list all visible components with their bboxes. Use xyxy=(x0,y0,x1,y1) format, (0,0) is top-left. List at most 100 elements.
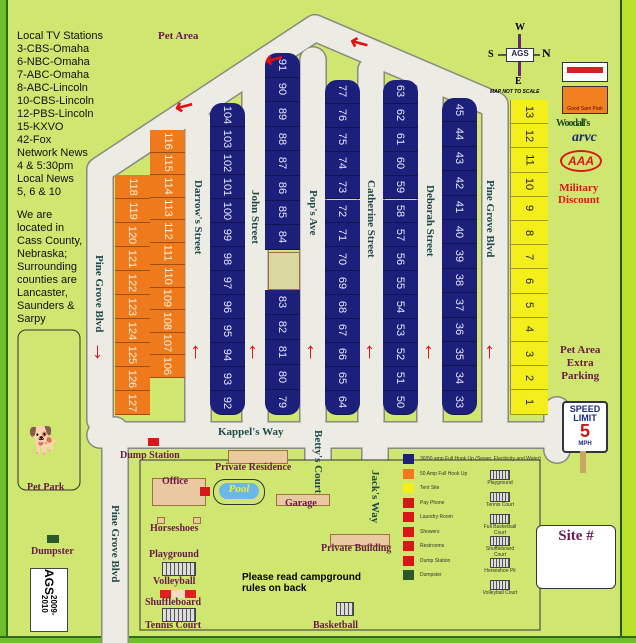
campsite-97[interactable]: 97 xyxy=(210,271,245,295)
campsite-106[interactable]: 106 xyxy=(150,355,185,378)
campsite-3[interactable]: 3 xyxy=(510,342,548,367)
campsite-81[interactable]: 81 xyxy=(265,340,300,365)
campsite-89[interactable]: 89 xyxy=(265,102,300,127)
campsite-96[interactable]: 96 xyxy=(210,295,245,319)
campsite-95[interactable]: 95 xyxy=(210,319,245,343)
campsite-6[interactable]: 6 xyxy=(510,269,548,294)
campsite-77[interactable]: 77 xyxy=(325,80,360,104)
campsite-101[interactable]: 101 xyxy=(210,175,245,199)
campsite-68[interactable]: 68 xyxy=(325,295,360,319)
campsite-102[interactable]: 102 xyxy=(210,151,245,175)
campsite-121[interactable]: 121 xyxy=(115,247,150,271)
campsite-103[interactable]: 103 xyxy=(210,127,245,151)
campsite-62[interactable]: 62 xyxy=(383,103,418,128)
campsite-70[interactable]: 70 xyxy=(325,247,360,272)
campsite-43[interactable]: 43 xyxy=(442,146,477,172)
campsite-5[interactable]: 5 xyxy=(510,293,548,318)
campsite-87[interactable]: 87 xyxy=(265,151,300,176)
campsite-54[interactable]: 54 xyxy=(383,295,418,319)
campsite-60[interactable]: 60 xyxy=(383,151,418,176)
campsite-35[interactable]: 35 xyxy=(442,342,477,367)
campsite-98[interactable]: 98 xyxy=(210,247,245,271)
campsite-88[interactable]: 88 xyxy=(265,126,300,152)
campsite-125[interactable]: 125 xyxy=(115,343,150,367)
campsite-57[interactable]: 57 xyxy=(383,223,418,248)
campsite-123[interactable]: 123 xyxy=(115,295,150,319)
campsite-83[interactable]: 83 xyxy=(265,290,300,315)
campsite-37[interactable]: 37 xyxy=(442,293,477,318)
campsite-61[interactable]: 61 xyxy=(383,127,418,152)
campsite-13[interactable]: 13 xyxy=(510,100,548,125)
campsite-110[interactable]: 110 xyxy=(150,265,185,288)
campsite-63[interactable]: 63 xyxy=(383,80,418,104)
campsite-34[interactable]: 34 xyxy=(442,366,477,391)
campsite-79[interactable]: 79 xyxy=(265,390,300,415)
campsite-112[interactable]: 112 xyxy=(150,220,185,243)
campsite-73[interactable]: 73 xyxy=(325,175,360,200)
campsite-91[interactable]: 91 xyxy=(265,53,300,78)
campsite-99[interactable]: 99 xyxy=(210,223,245,247)
campsite-120[interactable]: 120 xyxy=(115,223,150,247)
campsite-52[interactable]: 52 xyxy=(383,342,418,367)
campsite-2[interactable]: 2 xyxy=(510,366,548,391)
campsite-124[interactable]: 124 xyxy=(115,319,150,343)
campsite-58[interactable]: 58 xyxy=(383,199,418,224)
campsite-75[interactable]: 75 xyxy=(325,127,360,152)
campsite-115[interactable]: 115 xyxy=(150,152,185,175)
campsite-9[interactable]: 9 xyxy=(510,196,548,221)
campsite-44[interactable]: 44 xyxy=(442,122,477,147)
campsite-67[interactable]: 67 xyxy=(325,319,360,343)
campsite-65[interactable]: 65 xyxy=(325,366,360,391)
campsite-94[interactable]: 94 xyxy=(210,343,245,367)
campsite-116[interactable]: 116 xyxy=(150,130,185,153)
campsite-90[interactable]: 90 xyxy=(265,77,300,103)
campsite-41[interactable]: 41 xyxy=(442,195,477,220)
campsite-109[interactable]: 109 xyxy=(150,287,185,310)
campsite-100[interactable]: 100 xyxy=(210,199,245,223)
campsite-11[interactable]: 11 xyxy=(510,148,548,173)
campsite-108[interactable]: 108 xyxy=(150,310,185,333)
site-number-box[interactable]: Site # xyxy=(536,525,616,589)
campsite-39[interactable]: 39 xyxy=(442,244,477,269)
campsite-85[interactable]: 85 xyxy=(265,200,300,226)
campsite-45[interactable]: 45 xyxy=(442,98,477,123)
campsite-114[interactable]: 114 xyxy=(150,175,185,198)
campsite-56[interactable]: 56 xyxy=(383,247,418,272)
campsite-40[interactable]: 40 xyxy=(442,220,477,245)
campsite-92[interactable]: 92 xyxy=(210,391,245,415)
campsite-10[interactable]: 10 xyxy=(510,172,548,197)
campsite-104[interactable]: 104 xyxy=(210,103,245,127)
campsite-59[interactable]: 59 xyxy=(383,175,418,200)
campsite-4[interactable]: 4 xyxy=(510,317,548,342)
campsite-50[interactable]: 50 xyxy=(383,390,418,415)
campsite-76[interactable]: 76 xyxy=(325,103,360,128)
campsite-93[interactable]: 93 xyxy=(210,367,245,391)
campsite-1[interactable]: 1 xyxy=(510,390,548,415)
campsite-51[interactable]: 51 xyxy=(383,366,418,391)
campsite-53[interactable]: 53 xyxy=(383,319,418,343)
campsite-119[interactable]: 119 xyxy=(115,199,150,223)
campsite-122[interactable]: 122 xyxy=(115,271,150,295)
campsite-12[interactable]: 12 xyxy=(510,124,548,149)
campsite-126[interactable]: 126 xyxy=(115,367,150,391)
campsite-111[interactable]: 111 xyxy=(150,242,185,265)
campsite-36[interactable]: 36 xyxy=(442,317,477,342)
campsite-72[interactable]: 72 xyxy=(325,199,360,224)
campsite-113[interactable]: 113 xyxy=(150,197,185,220)
campsite-71[interactable]: 71 xyxy=(325,223,360,248)
campsite-38[interactable]: 38 xyxy=(442,268,477,294)
campsite-42[interactable]: 42 xyxy=(442,171,477,196)
campsite-55[interactable]: 55 xyxy=(383,271,418,296)
campsite-127[interactable]: 127 xyxy=(115,391,150,415)
campsite-33[interactable]: 33 xyxy=(442,390,477,416)
campsite-69[interactable]: 69 xyxy=(325,271,360,296)
campsite-66[interactable]: 66 xyxy=(325,342,360,367)
campsite-84[interactable]: 84 xyxy=(265,225,300,250)
campsite-107[interactable]: 107 xyxy=(150,332,185,355)
campsite-74[interactable]: 74 xyxy=(325,151,360,176)
campsite-86[interactable]: 86 xyxy=(265,176,300,201)
campsite-118[interactable]: 118 xyxy=(115,175,150,199)
campsite-64[interactable]: 64 xyxy=(325,390,360,415)
campsite-80[interactable]: 80 xyxy=(265,365,300,390)
campsite-8[interactable]: 8 xyxy=(510,221,548,246)
